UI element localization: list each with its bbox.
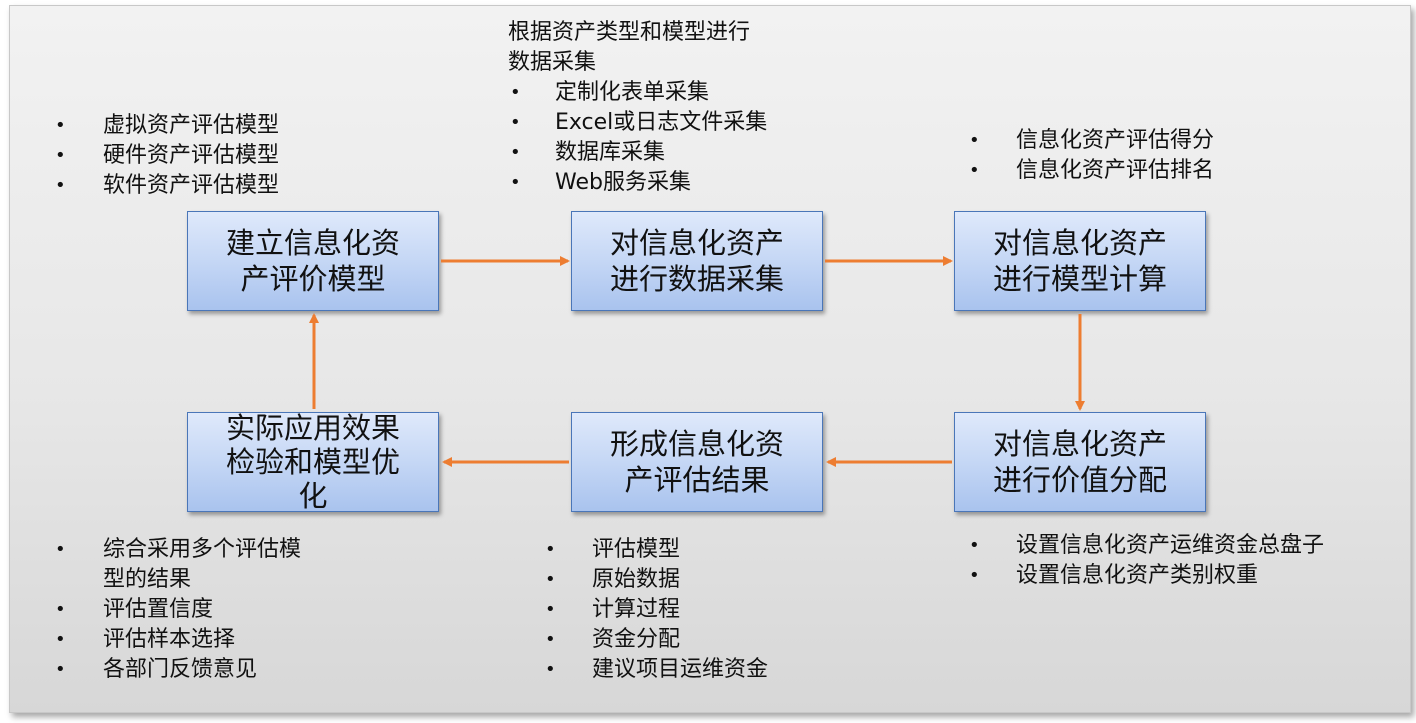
bullet-icon: • (545, 659, 556, 680)
list-item-text: 原始数据 (592, 567, 681, 592)
list-item-text: Web服务采集 (555, 170, 691, 195)
list-item: • 计算过程 (545, 595, 768, 625)
list-item-text: 评估模型 (592, 537, 681, 562)
notes-collection: 根据资产类型和模型进行 数据采集 •定制化表单采集 •Excel或日志文件采集 … (508, 18, 767, 198)
bullet-icon: • (969, 535, 980, 556)
list-item-text: 硬件资产评估模型 (103, 143, 280, 168)
bullet-icon: • (55, 115, 66, 136)
node-collect-data-text: 对信息化资产 进行数据采集 (610, 225, 784, 297)
list-item-text: 评估样本选择 (103, 627, 236, 652)
node-collect-data-line-2: 进行数据采集 (609, 262, 784, 296)
list-item: • 信息化资产评估排名 (969, 156, 1214, 186)
node-verify-optimize-line-3: 化 (298, 479, 328, 513)
node-verify-optimize-text: 实际应用效果 检验和模型优 化 (226, 411, 400, 513)
bullet-icon: • (545, 539, 556, 560)
bullet-icon: • (969, 160, 980, 181)
bullet-icon: • (545, 599, 556, 620)
list-item: • 硬件资产评估模型 (55, 141, 279, 171)
list-item-text: 信息化资产评估得分 (1016, 128, 1215, 153)
list-item-text: 软件资产评估模型 (103, 173, 280, 198)
notes-results: • 评估模型 • 原始数据 • 计算过程 • 资金分配 • 建议项目运维资金 (545, 535, 768, 685)
list-item-text: 建议项目运维资金 (592, 657, 769, 682)
list-item: • Excel或日志文件采集 (508, 108, 767, 138)
list-item-text: Excel或日志文件采集 (555, 110, 768, 135)
bullet-icon: • (510, 112, 521, 133)
diagram-canvas (9, 5, 1411, 713)
node-verify-optimize: 实际应用效果 检验和模型优 化 (187, 411, 439, 513)
list-item: • 评估置信度 (55, 595, 313, 625)
node-compute-model-line-2: 进行模型计算 (992, 262, 1167, 296)
bullet-icon: • (545, 629, 556, 650)
node-verify-optimize-line-1: 实际应用效果 (225, 411, 400, 445)
list-item: • 各部门反馈意见 (55, 655, 313, 685)
list-item: • 软件资产评估模型 (55, 171, 279, 201)
list-item-text: 计算过程 (592, 597, 681, 622)
bullet-icon: • (510, 172, 521, 193)
bullet-icon: • (510, 142, 521, 163)
node-form-result-text: 形成信息化资 产评估结果 (610, 426, 784, 498)
bullet-icon: • (55, 629, 66, 650)
node-compute-model-line-1: 对信息化资产 (992, 226, 1167, 260)
node-compute-model-text: 对信息化资产 进行模型计算 (993, 225, 1167, 297)
list-item-text: 设置信息化资产类别权重 (1016, 563, 1259, 588)
notes-optimization: • 综合采用多个评估模型的结果 • 评估置信度 • 评估样本选择 • 各部门反馈意见 (55, 535, 313, 685)
node-collect-data: 对信息化资产 进行数据采集 (571, 211, 823, 311)
list-item-text: 信息化资产评估排名 (1016, 158, 1215, 183)
node-compute-model: 对信息化资产 进行模型计算 (954, 211, 1206, 311)
node-build-model: 建立信息化资 产评价模型 (187, 211, 439, 311)
list-item: • 设置信息化资产运维资金总盘子 (969, 531, 1324, 561)
list-item-text: 各部门反馈意见 (103, 657, 258, 682)
node-allocate-value: 对信息化资产 进行价值分配 (954, 412, 1206, 512)
collection-intro: 根据资产类型和模型进行 数据采集 (508, 18, 767, 78)
list-item: • 综合采用多个评估模型的结果 (55, 535, 313, 595)
bullet-icon: • (55, 599, 66, 620)
notes-allocation: • 设置信息化资产运维资金总盘子 • 设置信息化资产类别权重 (969, 531, 1324, 591)
notes-compute-outputs: • 信息化资产评估得分 • 信息化资产评估排名 (969, 126, 1214, 186)
bullet-icon: • (55, 539, 66, 560)
list-item: • 设置信息化资产类别权重 (969, 561, 1324, 591)
list-item-text: 综合采用多个评估模型的结果 (103, 537, 302, 592)
node-build-model-line-1: 建立信息化资 (225, 226, 400, 260)
node-form-result-line-2: 产评估结果 (624, 463, 770, 497)
list-item: • 信息化资产评估得分 (969, 126, 1214, 156)
list-item-text: 定制化表单采集 (555, 80, 710, 105)
node-allocate-value-line-2: 进行价值分配 (992, 463, 1167, 497)
node-allocate-value-line-1: 对信息化资产 (992, 427, 1167, 461)
bullet-icon: • (969, 130, 980, 151)
node-build-model-line-2: 产评价模型 (240, 262, 386, 296)
node-allocate-value-text: 对信息化资产 进行价值分配 (993, 426, 1167, 498)
list-item: • 数据库采集 (508, 138, 767, 168)
list-item: • 建议项目运维资金 (545, 655, 768, 685)
list-item: • Web服务采集 (508, 168, 767, 198)
list-item: • 评估模型 (545, 535, 768, 565)
bullet-icon: • (55, 175, 66, 196)
list-item-text: 资金分配 (592, 627, 681, 652)
notes-model-types: • 虚拟资产评估模型 • 硬件资产评估模型 • 软件资产评估模型 (55, 111, 279, 201)
bullet-icon: • (969, 565, 980, 586)
node-verify-optimize-line-2: 检验和模型优 (225, 445, 400, 479)
list-item-text: 数据库采集 (555, 140, 666, 165)
node-form-result: 形成信息化资 产评估结果 (571, 412, 823, 512)
list-item-text: 评估置信度 (103, 597, 214, 622)
list-item: • 虚拟资产评估模型 (55, 111, 279, 141)
list-item-text: 设置信息化资产运维资金总盘子 (1016, 533, 1325, 558)
list-item-text: 虚拟资产评估模型 (103, 113, 280, 138)
collection-intro-line-2: 数据采集 (508, 50, 597, 75)
bullet-icon: • (545, 569, 556, 590)
list-item: • 原始数据 (545, 565, 768, 595)
bullet-icon: • (55, 659, 66, 680)
list-item: • 评估样本选择 (55, 625, 313, 655)
node-collect-data-line-1: 对信息化资产 (609, 226, 784, 260)
list-item: • 资金分配 (545, 625, 768, 655)
node-form-result-line-1: 形成信息化资 (609, 427, 784, 461)
list-item: • 定制化表单采集 (508, 78, 767, 108)
node-build-model-text: 建立信息化资 产评价模型 (226, 225, 400, 297)
collection-intro-line-1: 根据资产类型和模型进行 (508, 20, 751, 45)
bullet-icon: • (55, 145, 66, 166)
bullet-icon: • (510, 82, 521, 103)
